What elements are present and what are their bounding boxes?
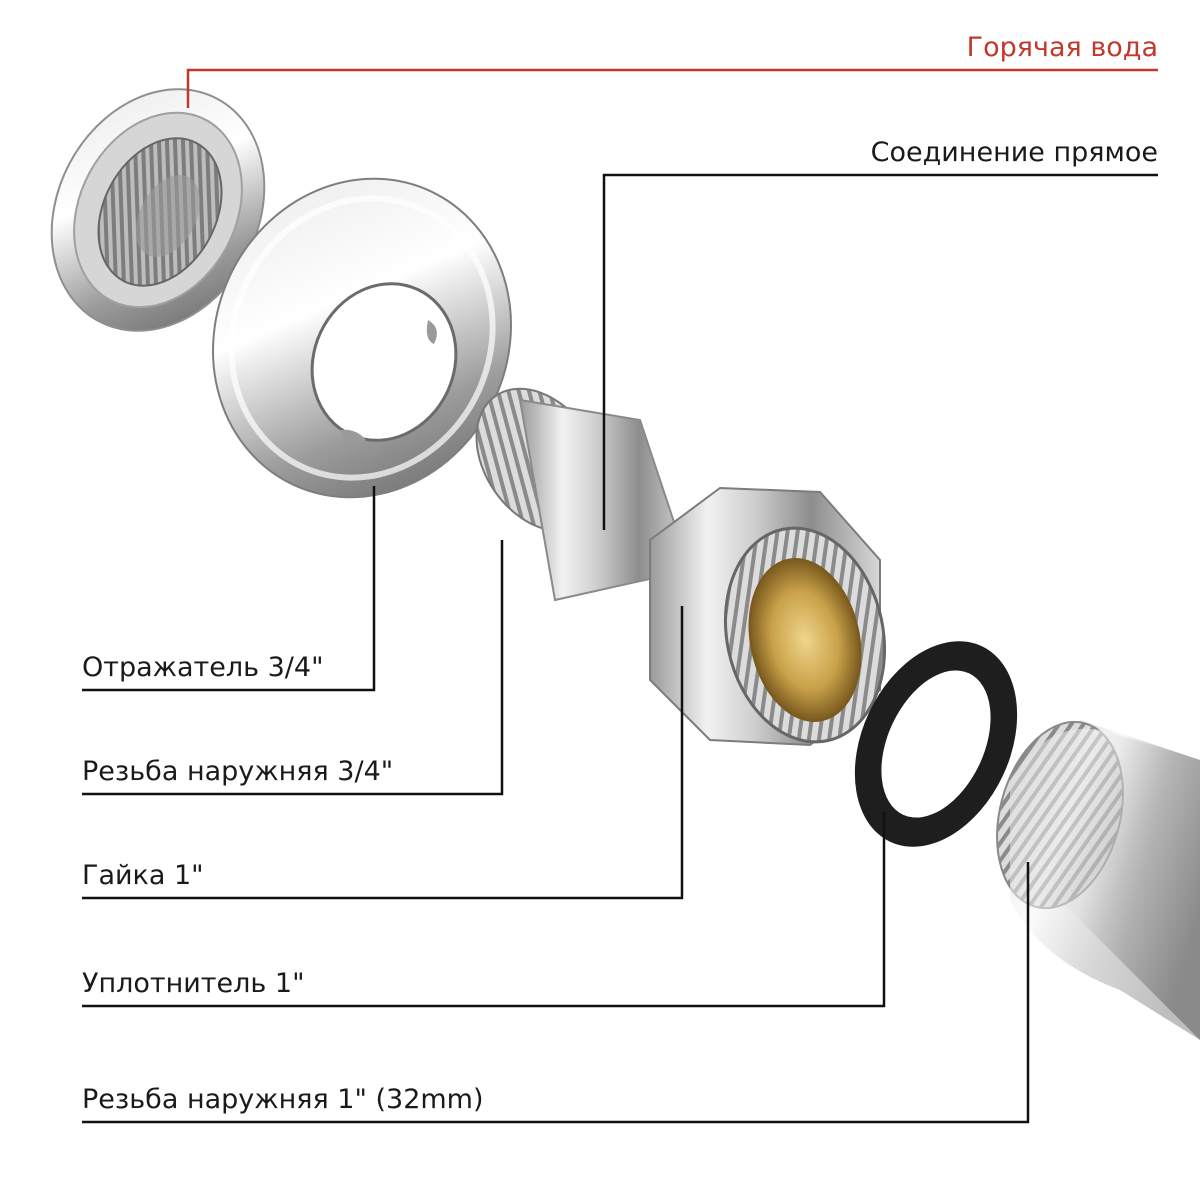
label-external-thread-34: Резьба наружняя 3/4" xyxy=(82,756,394,787)
leader-thread-1 xyxy=(82,862,1030,1124)
leader-thread-34 xyxy=(82,540,504,796)
threaded-pipe xyxy=(996,720,1200,1040)
label-straight-connector: Соединение прямое xyxy=(870,137,1158,168)
straight-connector xyxy=(475,387,887,747)
leader-reflector xyxy=(82,486,376,692)
label-reflector: Отражатель 3/4" xyxy=(82,652,324,683)
threaded-flange xyxy=(50,88,266,332)
label-seal: Уплотнитель 1" xyxy=(82,968,305,999)
label-nut: Гайка 1" xyxy=(82,860,204,891)
rubber-seal xyxy=(854,641,1018,847)
leader-straight-connector xyxy=(602,173,1158,530)
reflector-rosette xyxy=(212,177,512,499)
leader-seal xyxy=(82,812,886,1008)
label-hot-water: Горячая вода xyxy=(966,32,1158,63)
leader-nut xyxy=(82,606,684,900)
leader-hot-water xyxy=(186,68,1158,108)
label-external-thread-1: Резьба наружняя 1" (32mm) xyxy=(82,1084,484,1115)
